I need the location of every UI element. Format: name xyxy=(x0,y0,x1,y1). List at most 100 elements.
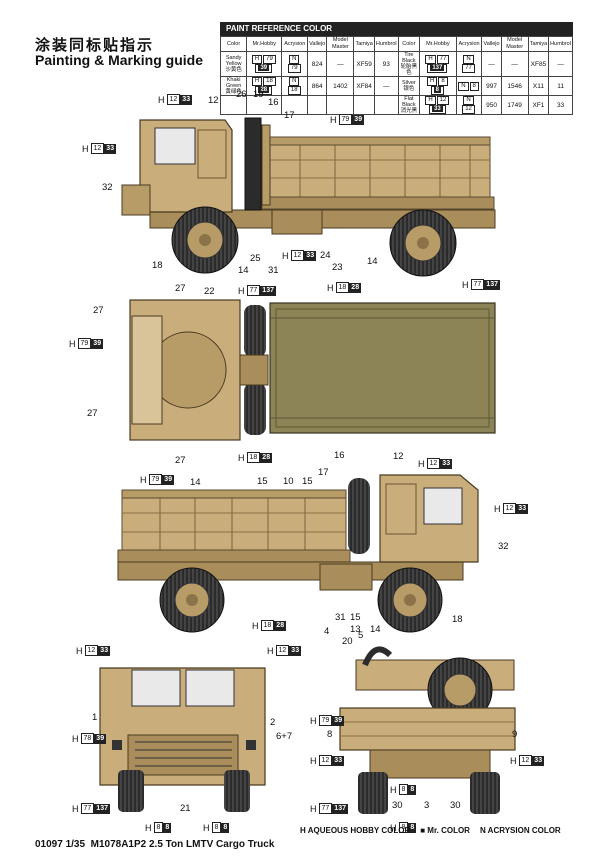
wheel-front-right xyxy=(377,567,443,633)
part-number: 1 xyxy=(92,712,98,723)
part-number: 26 xyxy=(236,89,247,100)
part-number: 16 xyxy=(334,450,345,461)
paint-table-title: PAINT REFERENCE COLOR xyxy=(220,22,573,36)
part-number: 31 xyxy=(268,265,279,276)
paint-cell xyxy=(219,95,248,115)
part-number: 12 xyxy=(208,95,219,106)
part-number: 20 xyxy=(342,636,353,647)
footer-code: 01097 xyxy=(35,839,63,850)
part-number: 17 xyxy=(284,110,295,121)
title-english: Painting & Marking guide xyxy=(35,52,204,68)
paint-col-header: Color xyxy=(397,36,421,52)
paint-cell xyxy=(246,95,283,115)
part-number: 5 xyxy=(358,630,364,641)
part-number: 14 xyxy=(367,256,378,267)
legend-item: N ACRYSION COLOR xyxy=(479,826,561,835)
part-number: 27 xyxy=(93,305,104,316)
paint-cell: N77 xyxy=(455,51,483,77)
side-view-left xyxy=(121,117,496,277)
part-number: 30 xyxy=(392,800,403,811)
color-legend: H AQUEOUS HOBBY COLOR ■ Mr. COLOR N ACRYSI… xyxy=(300,826,561,835)
part-number: 22 xyxy=(204,286,215,297)
part-number: 14 xyxy=(370,624,381,635)
wheel-rear-left xyxy=(389,209,457,277)
part-number: 15 xyxy=(257,476,268,487)
paint-cell: — xyxy=(548,51,573,77)
part-number: 25 xyxy=(250,253,261,264)
top-view xyxy=(129,299,496,441)
footer-model-name: M1078A1P2 2.5 Ton LMTV Cargo Truck xyxy=(90,839,275,850)
rear-view xyxy=(339,646,516,814)
wheel-front-left xyxy=(171,206,239,274)
part-number: 27 xyxy=(87,408,98,419)
legend-item: ■ Mr. COLOR xyxy=(420,826,470,835)
part-number: 27 xyxy=(175,283,186,294)
footer-scale: 1/35 xyxy=(65,839,86,850)
part-number: 24 xyxy=(320,250,331,261)
wheel-rear-right xyxy=(159,567,225,633)
part-number: 2 xyxy=(270,717,276,728)
side-view-right xyxy=(117,474,479,633)
part-number: 8 xyxy=(327,729,333,740)
part-number: 12 xyxy=(393,451,404,462)
part-number: 16 xyxy=(268,97,279,108)
front-view xyxy=(99,667,266,812)
part-number: 4 xyxy=(324,626,330,637)
part-number: 19 xyxy=(253,89,264,100)
part-number: 21 xyxy=(180,803,191,814)
footer-title: 01097 1/35 M1078A1P2 2.5 Ton LMTV Cargo … xyxy=(35,839,274,850)
part-number: 9 xyxy=(512,729,518,740)
part-number: 23 xyxy=(332,262,343,273)
paint-cell xyxy=(353,95,375,115)
part-number: 14 xyxy=(190,477,201,488)
paint-cell: 33 xyxy=(548,95,573,115)
part-number: 6+7 xyxy=(276,731,293,742)
paint-cell: N12 xyxy=(455,95,483,115)
part-number: 14 xyxy=(238,265,249,276)
part-number: 31 xyxy=(335,612,346,623)
title-chinese: 涂装同标贴指示 xyxy=(35,36,155,54)
part-number: 32 xyxy=(498,541,509,552)
paint-cell: XF1 xyxy=(527,95,550,115)
part-number: 3 xyxy=(424,800,430,811)
part-number: 30 xyxy=(450,800,461,811)
legend-item: H AQUEOUS HOBBY COLOR xyxy=(300,826,411,835)
part-number: 18 xyxy=(452,614,463,625)
part-number: 18 xyxy=(152,260,163,271)
part-number: 27 xyxy=(175,455,186,466)
part-number: 15 xyxy=(350,612,361,623)
